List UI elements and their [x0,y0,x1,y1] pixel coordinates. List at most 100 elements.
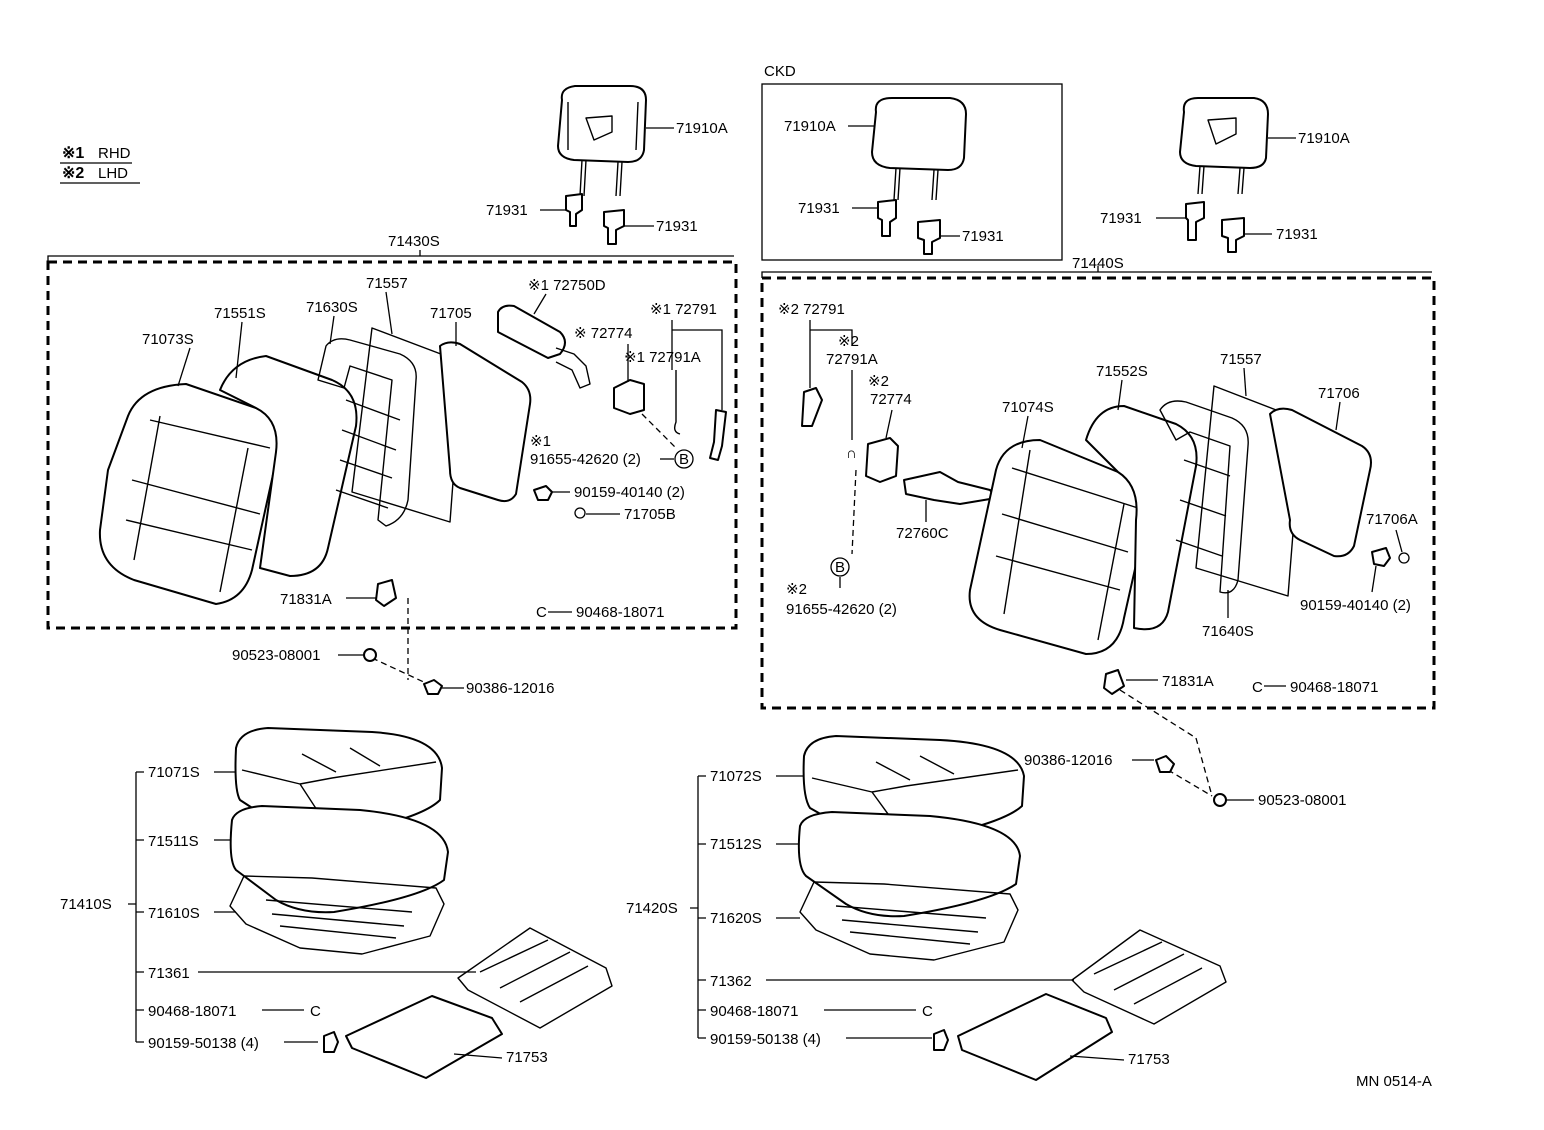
bracket-label: ※ 72774 [574,325,632,342]
headrest-right-support-b-label: 71931 [1276,226,1318,243]
dashed-link [1119,689,1197,739]
clip-label: 71706A [1366,511,1418,528]
cable-label: ※2 72791 [778,301,845,318]
cover-label: 71072S [710,768,762,785]
cover-seams [241,747,437,831]
bracket-shape [865,437,899,483]
tray-label: 71753 [1128,1051,1170,1068]
headrest-pad-label: 71910A [676,120,728,137]
clip-shape [1398,552,1410,564]
armrest-shape [497,304,566,359]
leader [809,320,853,388]
support-b-shape [917,219,941,255]
hinge-shape [1103,669,1125,695]
legend-lhd-text: LHD [98,165,128,182]
assembly-label: 71420S [626,900,678,917]
seat-frame-shape [1159,400,1249,594]
right-back-assembly-label: 71440S [1072,255,1124,272]
cable-shape [801,387,823,427]
tray-shape [345,995,503,1079]
legend: ※1 RHD ※2 LHD [60,145,140,184]
clip-shape [574,507,586,519]
headrest-stays [579,159,623,197]
ckd-support-a-label: 71931 [798,200,840,217]
assembly-bracket [128,771,144,1043]
pad-label: 71551S [214,305,266,322]
bolt-shape [323,1031,339,1053]
headrest-stays [893,167,939,201]
left-cushion: 71410S 71071S 71511S 71610S 71361 90468-… [60,727,613,1079]
cover-seams [125,415,271,593]
leader [1021,415,1029,449]
headrest-pad-shape [1179,97,1269,169]
assembly-bracket [690,775,706,1039]
seat-frame-shape [317,338,417,527]
seat-pad-shape [797,811,1021,918]
washer-shape [363,648,377,662]
right-fasteners: 90386-12016 90523-08001 [1024,689,1346,809]
leader [671,320,723,410]
tray-label: 71753 [506,1049,548,1066]
hog-ring-icon: C [922,1003,933,1020]
leader [235,321,243,379]
legend-lhd-mark: ※2 [62,165,84,182]
bolt-label: 90159-40140 (2) [574,484,685,501]
headrest-right-support-a-label: 71931 [1100,210,1142,227]
hog-ring-label: 90468-18071 [710,1003,798,1020]
cover-label: 71074S [1002,399,1054,416]
washer-shape [1213,793,1227,807]
spring-label: 71620S [710,910,762,927]
ckd-box: CKD 71910A 71931 71931 [761,63,1063,261]
leader [1117,379,1123,411]
left-seatback: 71430S 71073S 71551S 71630S 71557 71705 [46,233,738,630]
cable-a-shape [709,409,727,461]
spring-label: 71557 [366,275,408,292]
screw-ref: B [679,451,689,468]
leader [453,1053,503,1059]
frame-rails [1093,941,1203,1005]
cable-a-icon: ∩ [846,445,857,462]
headrest-pad-shape [557,85,647,163]
ckd-support-b-label: 71931 [962,228,1004,245]
board-label: 71705 [430,305,472,322]
bolt-label: 90159-50138 (4) [710,1031,821,1048]
clip-label: 71705B [624,506,676,523]
diagram-id: MN 0514-A [1356,1073,1432,1090]
headrest-right-pad-label: 71910A [1298,130,1350,147]
frame-label: 71361 [148,965,190,982]
screw-label: 91655-42620 (2) [786,601,897,618]
cover-label: 71071S [148,764,200,781]
bolt-shape [1371,547,1391,567]
dashed-link [851,469,857,555]
leader [177,347,191,387]
hog-ring-icon: C [310,1003,321,1020]
dashed-link [1195,737,1213,797]
hog-ring-icon: C [536,604,547,621]
headrest-stays [1197,165,1245,195]
frame-label: 71362 [710,973,752,990]
headrest-window [585,115,613,141]
leader [1069,1055,1125,1061]
bracket-label: 72774 [870,391,912,408]
pad-label: 71511S [148,833,199,850]
seat-pad-shape [219,355,358,577]
screw-note: ※1 [530,433,551,450]
bolt-shape [933,1029,949,1051]
left-back-boundary [46,260,738,630]
spring-board-shape [351,327,463,523]
assembly-bracket [47,250,734,262]
recliner-label: 72760C [896,525,949,542]
spring-wires [835,905,987,945]
frame-springs [335,399,401,509]
right-seatback: 71440S ※2 72791 ※2 72791A ∩ ※2 72774 727… [760,255,1436,710]
assembly-bracket [761,266,1432,278]
leader [533,293,547,315]
recliner-shape [903,471,997,505]
cover-label: 71073S [142,331,194,348]
support-b-shape [603,209,625,245]
bolt-shape [533,485,553,501]
ckd-label: CKD [764,63,796,80]
bracket-shape [613,379,645,415]
screw-ref: B [835,559,845,576]
